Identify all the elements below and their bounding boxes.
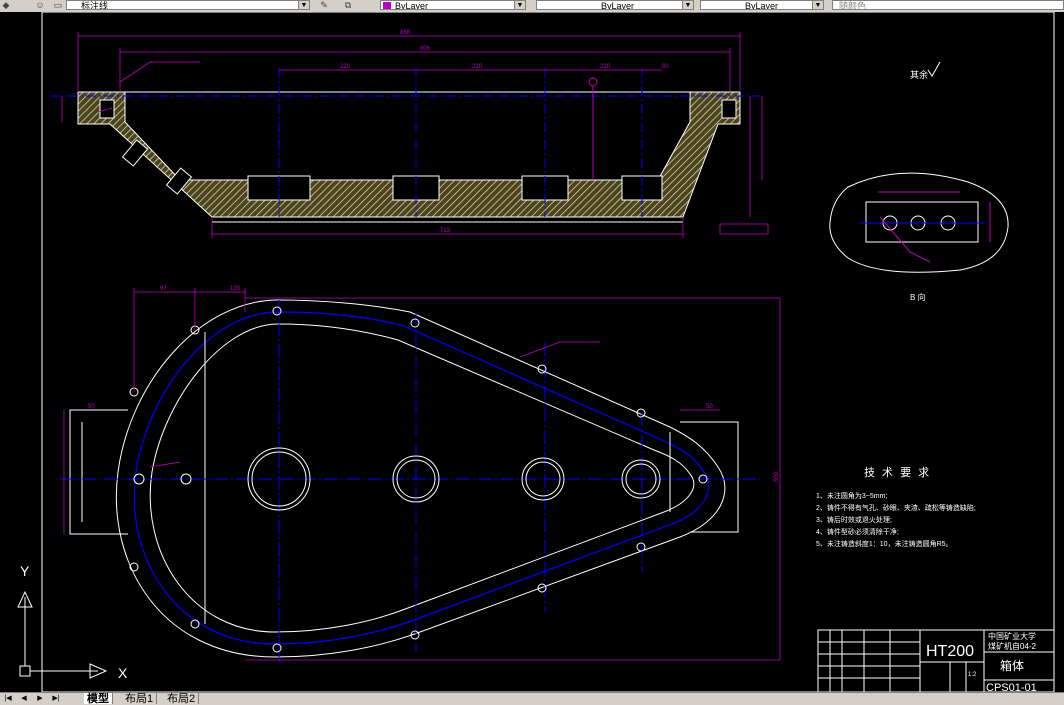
- roughness-note: 其余: [910, 69, 928, 80]
- tech-note-5: 5、未注铸造斜度1：10，未注铸造圆角R5。: [816, 539, 953, 548]
- tab-model[interactable]: 模型: [84, 693, 113, 705]
- chevron-down-icon[interactable]: ▼: [298, 1, 309, 9]
- drawing-border: [41, 12, 1055, 693]
- linetype-select[interactable]: 标注线 ▼: [66, 0, 310, 10]
- layout-tabs: |◀ ◀ ▶ ▶| 模型 布局1 布局2: [0, 692, 1064, 705]
- plotstyle-control[interactable]: 随颜色: [832, 0, 1064, 10]
- first-tab-icon[interactable]: |◀: [4, 695, 12, 702]
- roughness-symbol-icon: [927, 61, 941, 77]
- color-select[interactable]: ByLayer ▼: [380, 0, 526, 10]
- linetype-control[interactable]: ByLayer ▼: [536, 0, 694, 10]
- tab-layout2[interactable]: 布局2: [164, 693, 200, 705]
- lineweight-value: ByLayer: [745, 1, 779, 10]
- tab-layout1[interactable]: 布局1: [122, 693, 158, 705]
- match-layer-icon[interactable]: ✎: [320, 0, 328, 10]
- plotstyle-value: 随颜色: [839, 1, 867, 10]
- dim-868: 868: [400, 30, 411, 36]
- b-view: [829, 172, 1009, 273]
- tech-note-2: 2、铸件不得有气孔、砂眼、夹渣、疏松等铸造缺陷;: [816, 503, 976, 512]
- chevron-down-icon[interactable]: ▼: [514, 1, 525, 9]
- section-view: [50, 68, 760, 223]
- drawing-canvas[interactable]: 868 806 220 220 220 60 713 其余 B 向: [0, 12, 1064, 693]
- prev-tab-icon[interactable]: ◀: [21, 695, 27, 702]
- dim-806: 806: [420, 46, 431, 52]
- properties-toolbar: ◆ ☺ ▭ 标注线 ▼ ✎ ⧉ ByLayer ▼ ByLayer ▼ ByLa…: [0, 0, 1064, 13]
- scale-text: 1:2: [968, 672, 977, 678]
- plan-view: [60, 299, 760, 662]
- magenta-swatch: [383, 2, 391, 9]
- smiley-icon[interactable]: ☺: [35, 0, 45, 10]
- part-name-text: 箱体: [1000, 658, 1024, 673]
- dim-500: 500: [774, 471, 780, 482]
- material-text: HT200: [926, 643, 974, 660]
- layer-icon[interactable]: ▭: [53, 0, 63, 10]
- linetype-value: ByLayer: [601, 1, 635, 10]
- class-text: 煤矿机自04-2: [988, 641, 1037, 651]
- chevron-down-icon[interactable]: ▼: [812, 1, 823, 9]
- dim-120: 120: [230, 286, 241, 292]
- lineweight-control[interactable]: ByLayer ▼: [700, 0, 824, 10]
- dim-713: 713: [440, 228, 451, 234]
- school-text: 中国矿业大学: [988, 631, 1036, 641]
- ucs-icon: [17, 590, 108, 679]
- dim-220-a: 220: [340, 64, 351, 70]
- dim-220-b: 220: [472, 64, 483, 70]
- linetype-label: 标注线: [81, 1, 109, 10]
- ucs-x-label: X: [118, 665, 128, 681]
- section-dimensions: [61, 32, 769, 238]
- tech-note-3: 3、铸后时效或退火处理;: [816, 515, 892, 524]
- title-block: [817, 629, 1055, 693]
- dim-97: 97: [160, 286, 167, 292]
- drawing-number: CPS01-01: [986, 682, 1037, 693]
- ucs-y-label: Y: [20, 563, 30, 579]
- chevron-down-icon[interactable]: ▼: [682, 1, 693, 9]
- tech-title: 技 术 要 求: [864, 466, 931, 479]
- dim-50-left: 50: [88, 404, 95, 410]
- color-label: ByLayer: [395, 1, 429, 10]
- pointer-icon[interactable]: ◆: [2, 0, 10, 10]
- layer-previous-icon[interactable]: ⧉: [344, 0, 352, 10]
- last-tab-icon[interactable]: ▶|: [52, 695, 60, 702]
- plan-dimensions: [63, 288, 781, 661]
- tech-note-1: 1、未注圆角为3~5mm;: [816, 491, 887, 500]
- cad-drawing: 868 806 220 220 220 60 713 其余 B 向: [17, 12, 1055, 693]
- dim-60: 60: [662, 64, 669, 70]
- b-view-label: B 向: [910, 292, 926, 302]
- technical-requirements: 技 术 要 求 1、未注圆角为3~5mm; 2、铸件不得有气孔、砂眼、夹渣、疏松…: [816, 466, 976, 548]
- dim-50-right: 50: [706, 404, 713, 410]
- next-tab-icon[interactable]: ▶: [37, 695, 43, 702]
- tech-note-4: 4、铸件型砂必须清除干净;: [816, 527, 899, 536]
- dim-220-c: 220: [600, 64, 611, 70]
